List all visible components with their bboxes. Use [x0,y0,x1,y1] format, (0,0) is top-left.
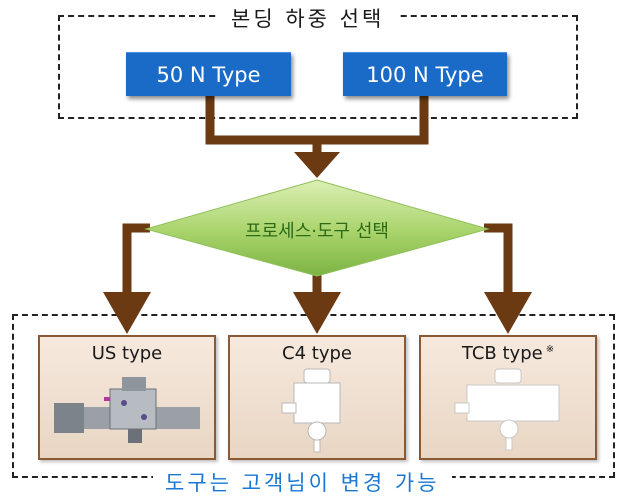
arrowhead-left [103,292,151,334]
tool-card-c4: C4 type [228,335,406,460]
us-tool-image [54,377,200,443]
tool-label-tcb: TCB type※ [461,343,555,364]
tool-label-c4: C4 type [282,343,352,364]
tool-change-caption: 도구는 고객님이 변경 가능 [153,467,452,497]
arrowhead-top [294,152,340,178]
connector-right [484,223,513,300]
tool-label-us: US type [91,343,163,364]
c4-tool-image [281,368,341,453]
connector-top [205,95,429,145]
tool-card-tcb: TCB type※ [419,335,597,460]
arrowhead-right [484,292,532,334]
decision-label: 프로세스·도구 선택 [245,221,389,242]
tcb-tool-image [454,368,560,451]
bonding-load-title: 본딩 하중 선택 [217,3,399,33]
decision-diamond [144,179,490,277]
option-100n-button[interactable]: 100 N Type [343,52,507,96]
connector-left [122,223,150,300]
option-50n-button[interactable]: 50 N Type [126,52,291,96]
arrowhead-center [293,292,341,334]
tool-card-us: US type [38,335,216,460]
tcb-note-mark: ※ [545,344,555,355]
